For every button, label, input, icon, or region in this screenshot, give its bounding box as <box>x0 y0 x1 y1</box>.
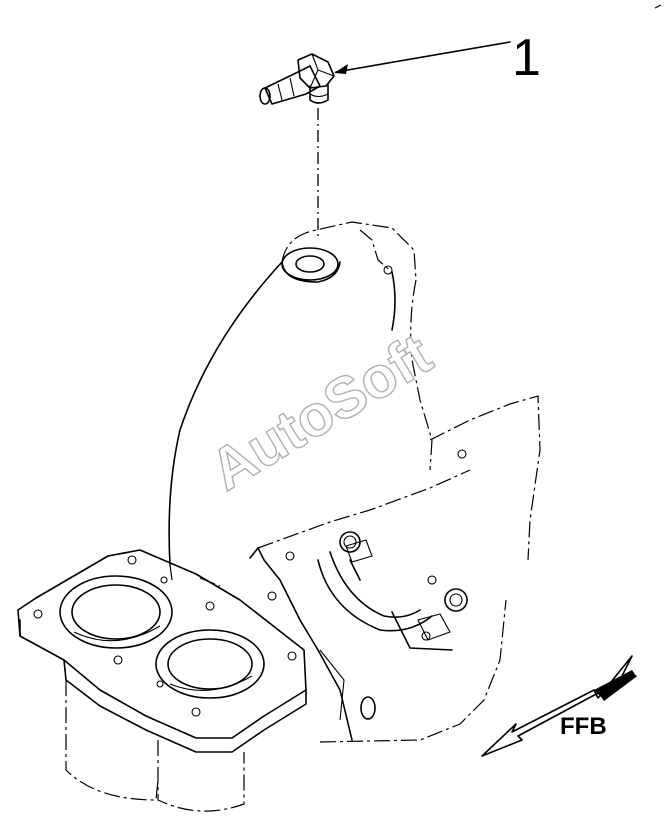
callout-leader-line <box>335 41 511 73</box>
callout-number-1: 1 <box>512 29 541 87</box>
front-flange <box>17 549 307 812</box>
housing-upper <box>168 221 433 566</box>
watermark-text: AutoSoft <box>199 321 442 503</box>
forward-direction-arrow <box>481 655 637 757</box>
callout-arrowhead <box>334 64 348 74</box>
elbow-fitting <box>259 53 335 105</box>
direction-label: FFB <box>560 713 607 740</box>
corner-mark <box>654 4 662 9</box>
housing-rear-block <box>249 395 541 743</box>
